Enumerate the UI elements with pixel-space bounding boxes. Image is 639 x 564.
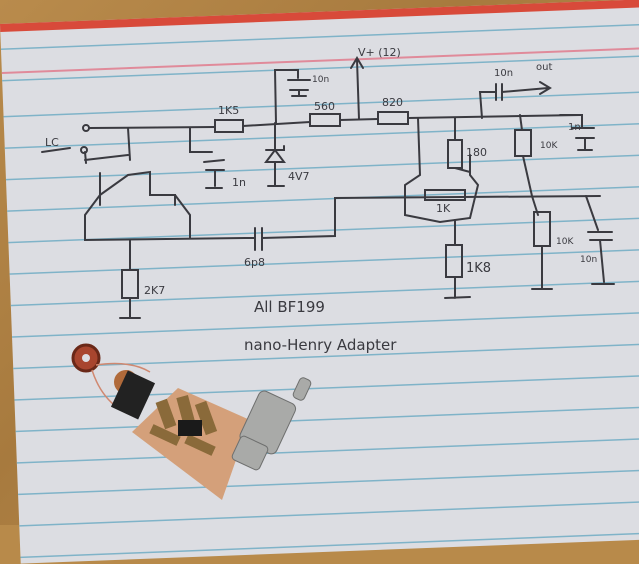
resistor-820: [377, 111, 409, 125]
wire: [407, 114, 581, 119]
note-title: nano-Henry Adapter: [244, 336, 397, 354]
label-10k-bottom: 10K: [556, 237, 574, 247]
capacitor-6p8: [244, 195, 601, 251]
label-180: 180: [466, 146, 487, 159]
resistor-1k8: [445, 244, 463, 278]
note-all-bf199: All BF199: [254, 298, 325, 316]
ground-10k: [531, 245, 553, 290]
lc-underline: [41, 147, 71, 153]
hand-drawn-schematic: LC 1K5 10n 560 V+ (12) 820 10n out 1n 4V…: [41, 46, 615, 500]
circuit-board-photo: [71, 343, 312, 500]
label-1k5: 1K5: [218, 104, 239, 117]
wire: [522, 155, 539, 216]
label-4v7: 4V7: [288, 170, 310, 183]
ground-2k7: [119, 297, 141, 319]
resistor-2k7: [121, 269, 139, 299]
ground-1k8: [444, 276, 471, 299]
label-820: 820: [382, 96, 403, 109]
resistor-10k-top: [514, 129, 532, 157]
resistor-10k-bottom: [533, 211, 551, 247]
label-1k8: 1K8: [466, 261, 491, 276]
wire: [454, 117, 471, 173]
label-6p8: 6p8: [244, 256, 265, 269]
lc-terminal-bottom: [80, 146, 88, 154]
wire: [242, 121, 311, 127]
label-10k-top: 10K: [540, 141, 558, 151]
label-1n-right: 1n: [568, 122, 581, 133]
wire: [519, 114, 523, 131]
label-560: 560: [314, 100, 335, 113]
label-1n-left: 1n: [232, 176, 246, 189]
label-lc: LC: [45, 136, 59, 149]
zener-4v7: [264, 122, 286, 187]
capacitor-1n-left: [189, 127, 225, 189]
wire: [88, 126, 216, 129]
label-10n-out: 10n: [494, 68, 513, 79]
label-out: out: [536, 62, 552, 73]
capacitor-10n-top: [273, 69, 311, 124]
label-10n-bottom: 10n: [580, 255, 597, 265]
transistor-pair-right: [404, 117, 480, 224]
capacitor-1n-right: [559, 114, 595, 151]
label-10n-top: 10n: [312, 75, 329, 85]
label-vplus: V+ (12): [358, 46, 401, 59]
resistor-1k5: [214, 119, 244, 133]
resistor-180: [447, 139, 463, 169]
capacitor-10n-out-arrow: [478, 81, 552, 119]
resistor-1k: [424, 189, 466, 201]
vplus-arrow: [350, 56, 364, 120]
transistor-pair-left: [84, 127, 246, 242]
capacitor-10n-bottom: [585, 195, 615, 285]
resistor-560: [309, 113, 341, 127]
ic-chip: [110, 370, 156, 420]
label-2k7: 2K7: [144, 284, 165, 297]
label-1k: 1K: [436, 202, 451, 215]
